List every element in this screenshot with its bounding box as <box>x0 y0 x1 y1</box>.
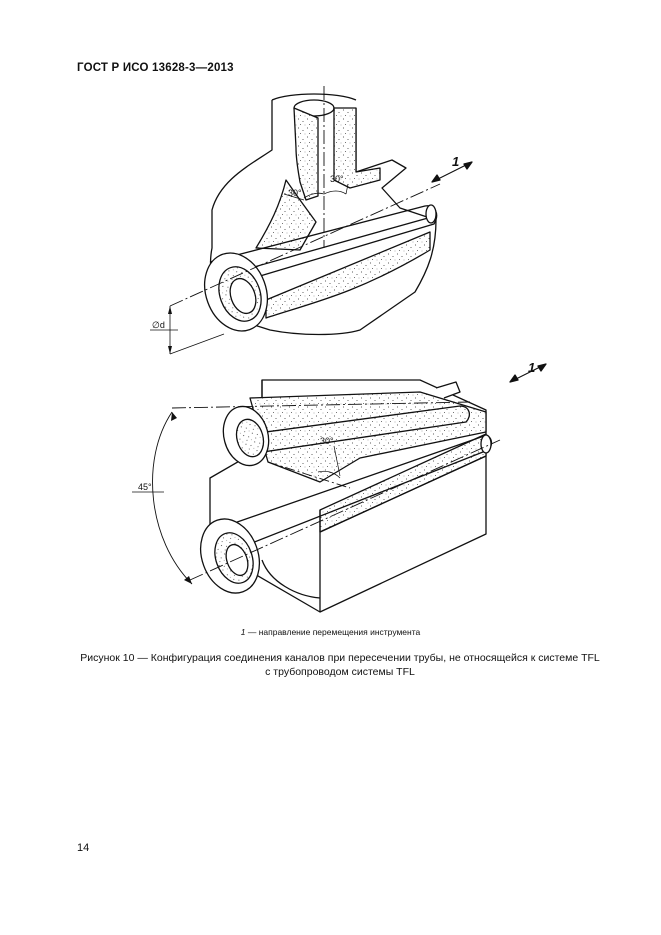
bottom-junction-drawing <box>132 363 547 613</box>
top-angle-right-label: 30° <box>330 174 344 184</box>
bottom-callout-label: 1 <box>528 360 535 375</box>
legend-text: — направление перемещения инструмента <box>245 627 421 637</box>
diameter-label: ∅d <box>152 320 165 330</box>
top-angle-left-label: 30° <box>288 188 302 198</box>
legend-number: 1 <box>240 627 246 637</box>
figure-legend: 1 — направление перемещения инструмента <box>0 627 661 637</box>
caption-line-1: Рисунок 10 — Конфигурация соединения кан… <box>80 652 600 664</box>
bottom-angle-mid-label: 30° <box>320 436 334 446</box>
caption-line-2: с трубопроводом системы TFL <box>265 666 415 678</box>
top-callout-label: 1 <box>452 154 459 169</box>
figure-caption: Рисунок 10 — Конфигурация соединения кан… <box>60 651 620 679</box>
bottom-angle-side-label: 45° <box>138 482 152 492</box>
document-header: ГОСТ Р ИСО 13628-3—2013 <box>77 62 234 74</box>
page-number: 14 <box>77 842 90 854</box>
top-junction-drawing <box>150 86 473 355</box>
